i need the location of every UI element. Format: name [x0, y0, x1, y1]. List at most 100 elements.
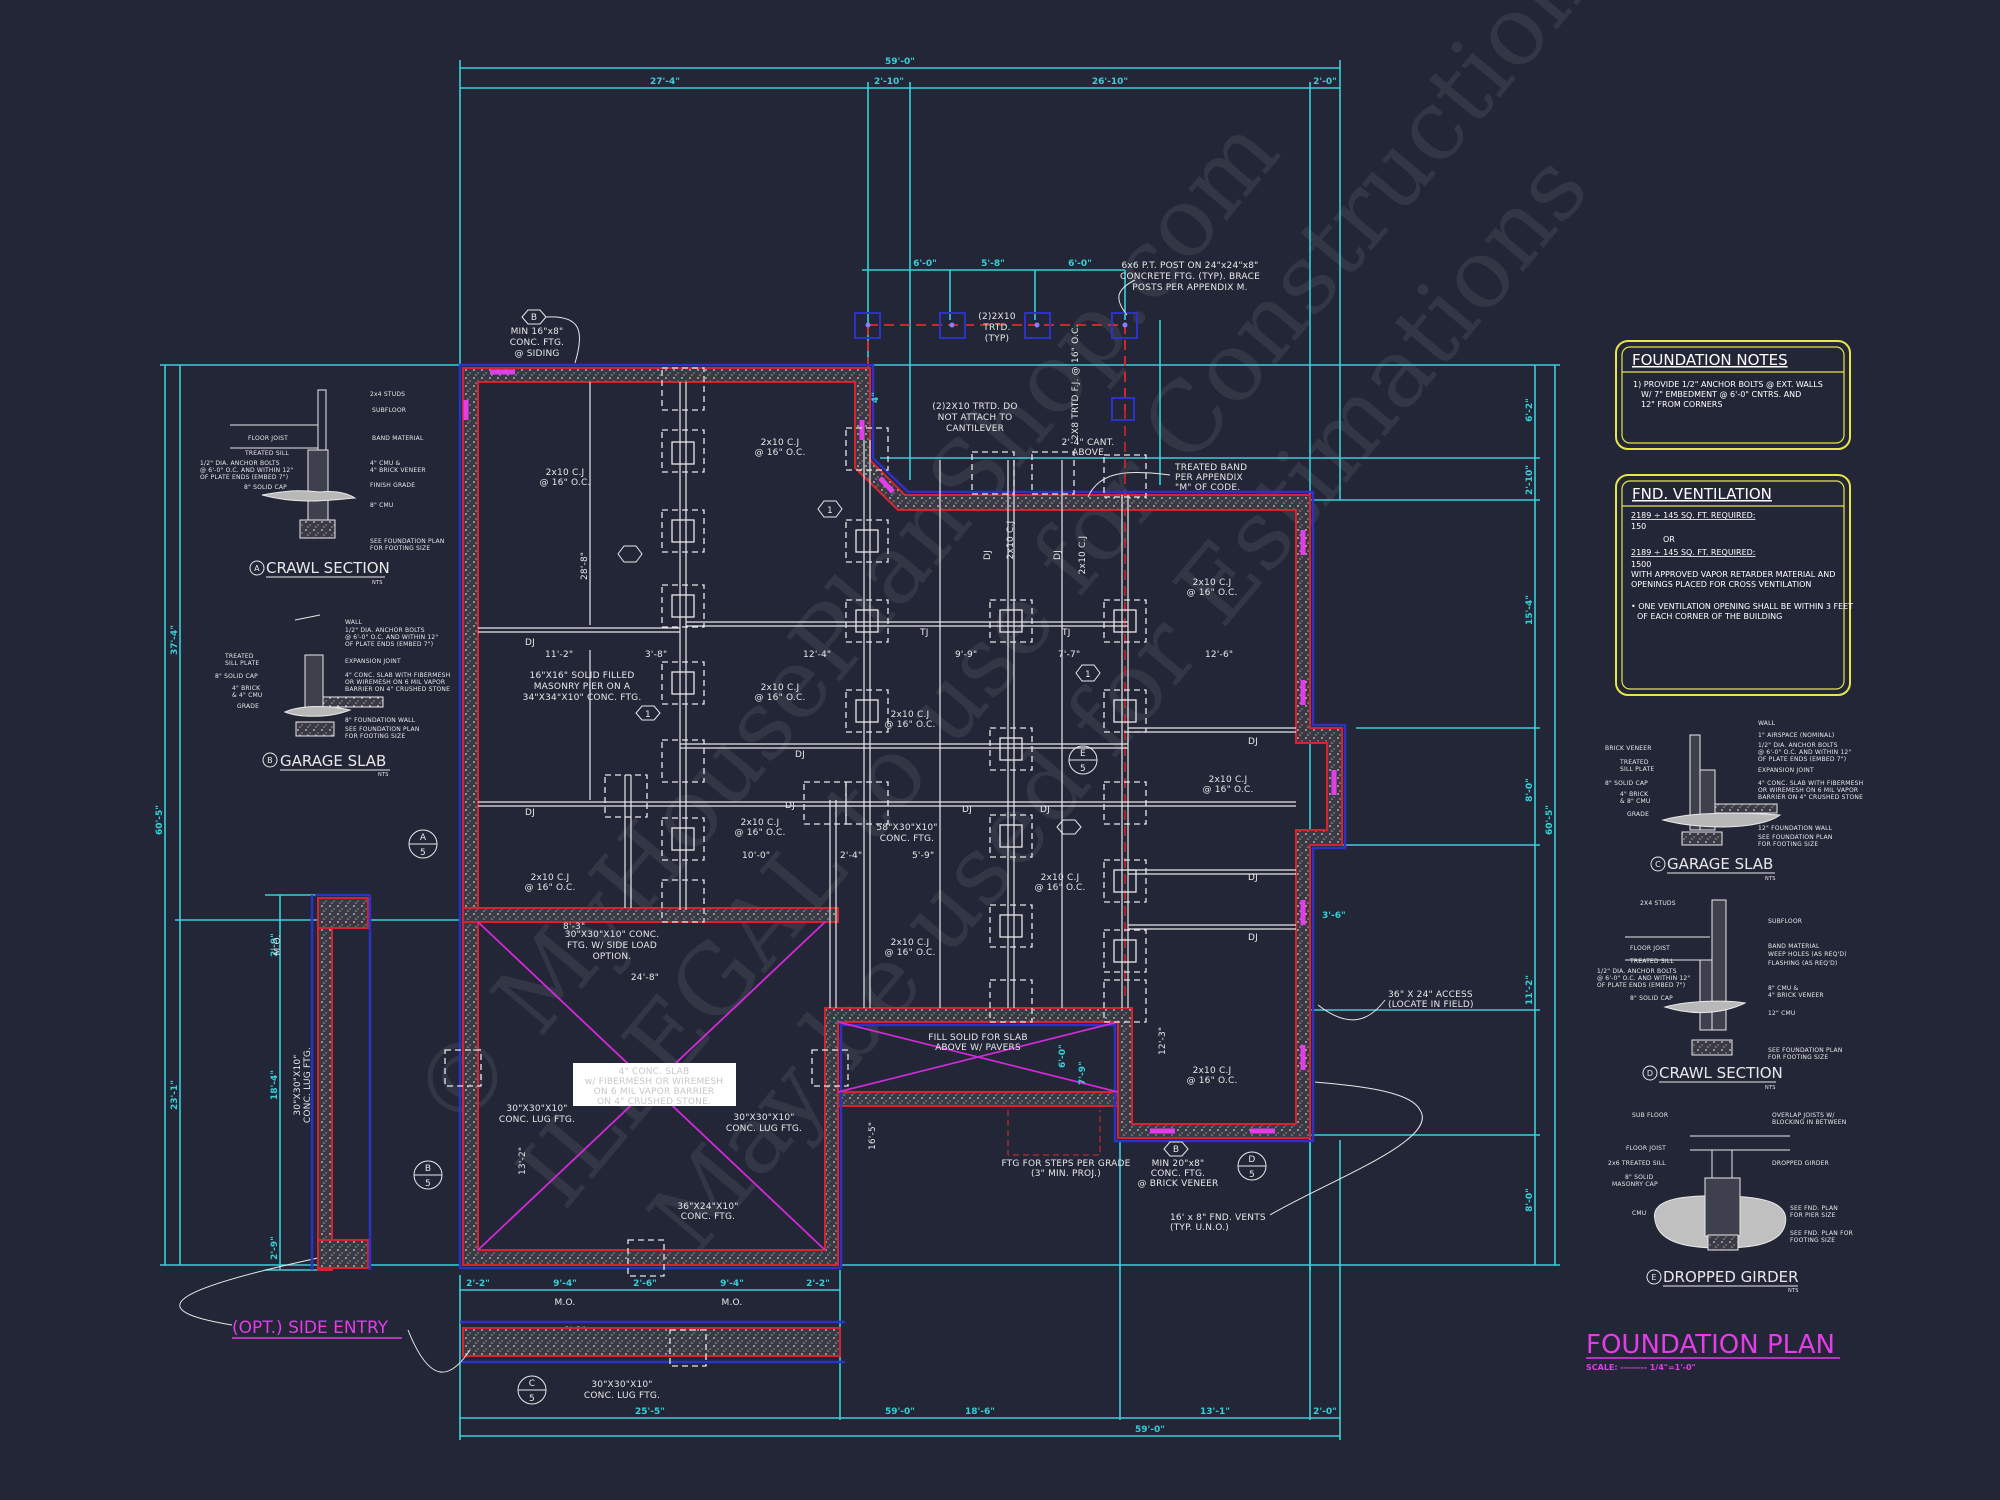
- svg-text:ABOVE W/ PAVERS: ABOVE W/ PAVERS: [935, 1043, 1021, 1053]
- svg-text:OF PLATE ENDS (EMBED 7"): OF PLATE ENDS (EMBED 7"): [1597, 982, 1685, 989]
- svg-text:6'-0": 6'-0": [1068, 259, 1092, 269]
- svg-text:SEE FOUNDATION PLAN: SEE FOUNDATION PLAN: [345, 726, 420, 733]
- callout-lug-ftg-right: 30"X30"X10" CONC. LUG FTG.: [726, 1113, 802, 1134]
- svg-text:BARRIER ON 4" CRUSHED STONE: BARRIER ON 4" CRUSHED STONE: [345, 686, 450, 693]
- svg-text:13'-1": 13'-1": [1200, 1407, 1230, 1417]
- svg-text:SUBFLOOR: SUBFLOOR: [372, 407, 406, 414]
- svg-text:CONC. LUG FTG.: CONC. LUG FTG.: [726, 1124, 802, 1134]
- svg-text:2'-4": 2'-4": [840, 851, 862, 861]
- side-entry-lug-label: 30"X30"X10": [293, 1054, 303, 1115]
- svg-text:5: 5: [425, 1179, 431, 1189]
- side-entry-wall: 30"X30"X10" CONC. LUG FTG.: [293, 893, 372, 1270]
- callout-side-load: 30"X30"X10" CONC. FTG. W/ SIDE LOAD OPTI…: [565, 930, 660, 962]
- callout-side-entry-lug: 30"X30"X10" CONC. LUG FTG.: [584, 1380, 660, 1401]
- svg-text:OR: OR: [1663, 535, 1675, 544]
- svg-text:@ 6'-0" O.C. AND WITHIN 12": @ 6'-0" O.C. AND WITHIN 12": [1597, 975, 1690, 982]
- svg-text:DJ: DJ: [1248, 873, 1258, 883]
- svg-text:E: E: [1651, 1273, 1656, 1282]
- svg-text:23'-1": 23'-1": [170, 1080, 180, 1110]
- svg-text:EXPANSION JOINT: EXPANSION JOINT: [345, 658, 401, 665]
- svg-text:B: B: [425, 1164, 431, 1174]
- svg-text:5: 5: [420, 848, 426, 858]
- svg-text:BLOCKING IN BETWEEN: BLOCKING IN BETWEEN: [1772, 1119, 1846, 1126]
- svg-text:59'-0": 59'-0": [885, 1407, 915, 1417]
- svg-text:GARAGE SLAB: GARAGE SLAB: [280, 752, 386, 770]
- svg-text:FND. VENTILATION: FND. VENTILATION: [1632, 485, 1772, 503]
- svg-text:CMU: CMU: [1632, 1210, 1646, 1217]
- svg-text:4" CONC. SLAB WITH FIBERMESH: 4" CONC. SLAB WITH FIBERMESH: [345, 672, 450, 679]
- svg-text:SEE FND. PLAN FOR: SEE FND. PLAN FOR: [1790, 1230, 1853, 1237]
- svg-text:(LOCATE IN FIELD): (LOCATE IN FIELD): [1388, 1000, 1474, 1010]
- svg-text:B: B: [531, 313, 537, 323]
- svg-text:(TYP): (TYP): [985, 334, 1009, 344]
- callout-porch-post: 6x6 P.T. POST ON 24"x24"x8" CONCRETE FTG…: [1118, 261, 1260, 316]
- svg-text:8" CMU &: 8" CMU &: [1768, 985, 1799, 992]
- svg-text:4" BRICK: 4" BRICK: [1620, 791, 1649, 798]
- svg-text:FOR PIER SIZE: FOR PIER SIZE: [1790, 1212, 1836, 1219]
- svg-text:1) PROVIDE 1/2" ANCHOR BOLTS @: 1) PROVIDE 1/2" ANCHOR BOLTS @ EXT. WALL…: [1633, 380, 1823, 389]
- svg-text:NOT ATTACH TO: NOT ATTACH TO: [938, 413, 1013, 423]
- svg-text:GRADE: GRADE: [1627, 811, 1649, 818]
- svg-text:2'-4" CANT.: 2'-4" CANT.: [1062, 438, 1115, 448]
- watermark: © MyHousePlanShop.com ILLEGAL to use for…: [390, 0, 1612, 1272]
- svg-text:DJ: DJ: [525, 638, 535, 648]
- callout-cant-above: 2'-4" CANT. ABOVE: [1062, 438, 1115, 458]
- svg-text:FILL SOLID FOR SLAB: FILL SOLID FOR SLAB: [928, 1033, 1027, 1043]
- svg-text:59'-0": 59'-0": [885, 57, 915, 67]
- svg-text:5: 5: [529, 1394, 535, 1404]
- foundation-notes-box: FOUNDATION NOTES 1) PROVIDE 1/2" ANCHOR …: [1615, 340, 1851, 450]
- svg-text:2x10 C.J: 2x10 C.J: [761, 683, 800, 693]
- section-tag-c-5: [517, 1375, 547, 1405]
- svg-text:E: E: [1080, 749, 1086, 759]
- svg-text:30"X30"X10": 30"X30"X10": [506, 1104, 567, 1114]
- svg-text:(2)2X10 TRTD. DO: (2)2X10 TRTD. DO: [932, 402, 1017, 412]
- svg-text:11'-2": 11'-2": [1525, 975, 1535, 1005]
- svg-text:M.O.: M.O.: [554, 1298, 575, 1308]
- svg-text:• ONE VENTILATION OPENING SHAL: • ONE VENTILATION OPENING SHALL BE WITHI…: [1631, 602, 1853, 611]
- svg-text:2x10 C.J: 2x10 C.J: [1193, 1066, 1232, 1076]
- fnd-ventilation-box: FND. VENTILATION 2189 ÷ 145 SQ. FT. REQU…: [1615, 474, 1853, 696]
- svg-text:6x6 P.T. POST ON 24"x24"x8": 6x6 P.T. POST ON 24"x24"x8": [1121, 261, 1258, 271]
- svg-text:FOR FOOTING SIZE: FOR FOOTING SIZE: [345, 733, 405, 740]
- dj-labels: DJ DJ DJ DJ DJ DJ DJ DJ DJ TJ TJ DJ DJ: [525, 550, 1258, 943]
- svg-text:12'-3": 12'-3": [1158, 1027, 1168, 1055]
- svg-text:150: 150: [1631, 522, 1646, 531]
- svg-text:2x10 C.J: 2x10 C.J: [741, 818, 780, 828]
- svg-text:FLASHING (AS REQ'D): FLASHING (AS REQ'D): [1768, 960, 1837, 967]
- svg-text:@ 16" O.C.: @ 16" O.C.: [1034, 883, 1085, 893]
- svg-text:C: C: [1655, 860, 1661, 869]
- svg-text:12" FROM CORNERS: 12" FROM CORNERS: [1641, 400, 1722, 409]
- svg-text:9'-4": 9'-4": [720, 1279, 744, 1289]
- svg-text:SEE FOUNDATION PLAN: SEE FOUNDATION PLAN: [370, 538, 445, 545]
- svg-text:@ 6'-0" O.C. AND WITHIN 12": @ 6'-0" O.C. AND WITHIN 12": [1758, 749, 1851, 756]
- svg-text:WITH APPROVED VAPOR RETARDER M: WITH APPROVED VAPOR RETARDER MATERIAL AN…: [1631, 570, 1835, 579]
- section-tag-a-5: [408, 829, 438, 859]
- svg-text:SEE FOUNDATION PLAN: SEE FOUNDATION PLAN: [1768, 1047, 1843, 1054]
- svg-text:36" X 24" ACCESS: 36" X 24" ACCESS: [1388, 990, 1473, 1000]
- svg-text:25'-5": 25'-5": [635, 1407, 665, 1417]
- svg-text:M.O.: M.O.: [273, 934, 283, 955]
- svg-text:8'-0": 8'-0": [1525, 778, 1535, 802]
- svg-text:TJ: TJ: [1061, 628, 1071, 638]
- svg-text:30"X30"X10" CONC.: 30"X30"X10" CONC.: [565, 930, 660, 940]
- svg-text:FOUNDATION PLAN: FOUNDATION PLAN: [1586, 1330, 1835, 1360]
- interior-dimension-labels: 11'-2" 3'-8" 12'-4" 9'-9" 7'-7" 12'-6" 1…: [518, 392, 1346, 1175]
- svg-text:@ 16" O.C.: @ 16" O.C.: [1202, 785, 1253, 795]
- svg-text:9'-9": 9'-9": [955, 650, 977, 660]
- svg-text:OF PLATE ENDS (EMBED 7"): OF PLATE ENDS (EMBED 7"): [200, 474, 288, 481]
- callout-no-cantilever: (2)2X10 TRTD. DO NOT ATTACH TO CANTILEVE…: [932, 402, 1017, 434]
- svg-text:CONC. FTG.: CONC. FTG.: [681, 1212, 735, 1222]
- svg-text:OPTION.: OPTION.: [593, 952, 632, 962]
- svg-text:1" AIRSPACE (NOMINAL): 1" AIRSPACE (NOMINAL): [1758, 732, 1834, 739]
- svg-text:36"X24"X10": 36"X24"X10": [677, 1202, 738, 1212]
- plan-labels: 2x10 C.J @ 16" O.C. 2x10 C.J @ 16" O.C. …: [408, 261, 1474, 1405]
- svg-text:1: 1: [827, 506, 833, 516]
- section-tag-d-5: [1237, 1151, 1267, 1181]
- callout-porch-beam: (2)2X10 TRTD. (TYP): [978, 312, 1015, 344]
- svg-text:2'-9": 2'-9": [270, 933, 280, 957]
- callout-lug-ftg-left: 30"X30"X10" CONC. LUG FTG.: [499, 1104, 575, 1125]
- svg-text:2x10 C.J: 2x10 C.J: [1078, 536, 1088, 575]
- svg-text:13'-2": 13'-2": [518, 1147, 528, 1175]
- svg-text:4" BRICK: 4" BRICK: [232, 685, 261, 692]
- wall-blue-edges: [458, 363, 1347, 1364]
